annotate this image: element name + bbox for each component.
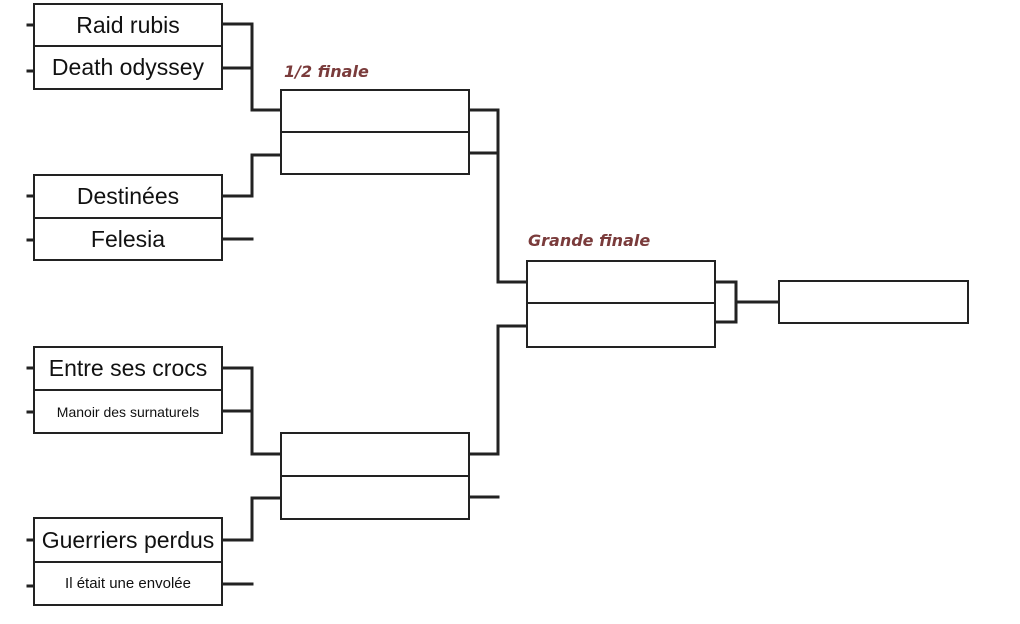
sf2-team-a-slot (280, 432, 470, 477)
qf2-team-a-slot: Destinées (33, 174, 223, 219)
final-team-b-slot (526, 302, 716, 348)
qf1-team-b-slot: Death odyssey (33, 45, 223, 90)
qf3-team-b-slot: Manoir des surnaturels (33, 389, 223, 434)
qf2-team-b-slot: Felesia (33, 217, 223, 261)
winner-slot (778, 280, 969, 324)
final-round-label: Grande finale (528, 231, 651, 250)
semifinal-round-label: 1/2 finale (284, 62, 369, 81)
qf1-team-a-slot: Raid rubis (33, 3, 223, 47)
final-team-a-slot (526, 260, 716, 304)
sf1-team-b-slot (280, 131, 470, 175)
sf2-team-b-slot (280, 475, 470, 520)
sf1-team-a-slot (280, 89, 470, 133)
qf4-team-a-slot: Guerriers perdus (33, 517, 223, 563)
qf3-team-a-slot: Entre ses crocs (33, 346, 223, 391)
qf4-team-b-slot: Il était une envolée (33, 561, 223, 606)
